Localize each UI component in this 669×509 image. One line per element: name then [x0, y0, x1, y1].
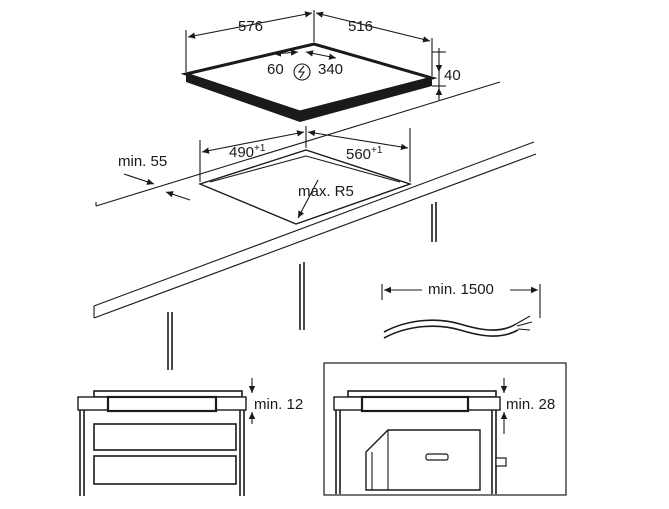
cutout-depth-label: 560+1: [346, 145, 383, 163]
oven-installation-drawing: [323, 362, 567, 496]
oven-clearance-label: min. 28: [506, 396, 555, 413]
drawer-installation-drawing: [77, 378, 256, 496]
power-connection-icon: [293, 63, 311, 81]
radius-label: max. R5: [298, 183, 354, 200]
cable-drawing: [381, 284, 541, 339]
cable-length-label: min. 1500: [428, 281, 494, 298]
cutout-width-label: 490+1: [229, 143, 266, 161]
connection-right-label: 340: [318, 61, 343, 78]
height-label: 40: [444, 67, 461, 84]
min-edge-label: min. 55: [118, 153, 167, 170]
width-label: 576: [238, 18, 263, 35]
worktop-drawing: [93, 81, 537, 370]
hob-drawing: [180, 10, 446, 122]
drawer-clearance-label: min. 12: [254, 396, 303, 413]
connection-left-label: 60: [267, 61, 284, 78]
depth-label: 516: [348, 18, 373, 35]
